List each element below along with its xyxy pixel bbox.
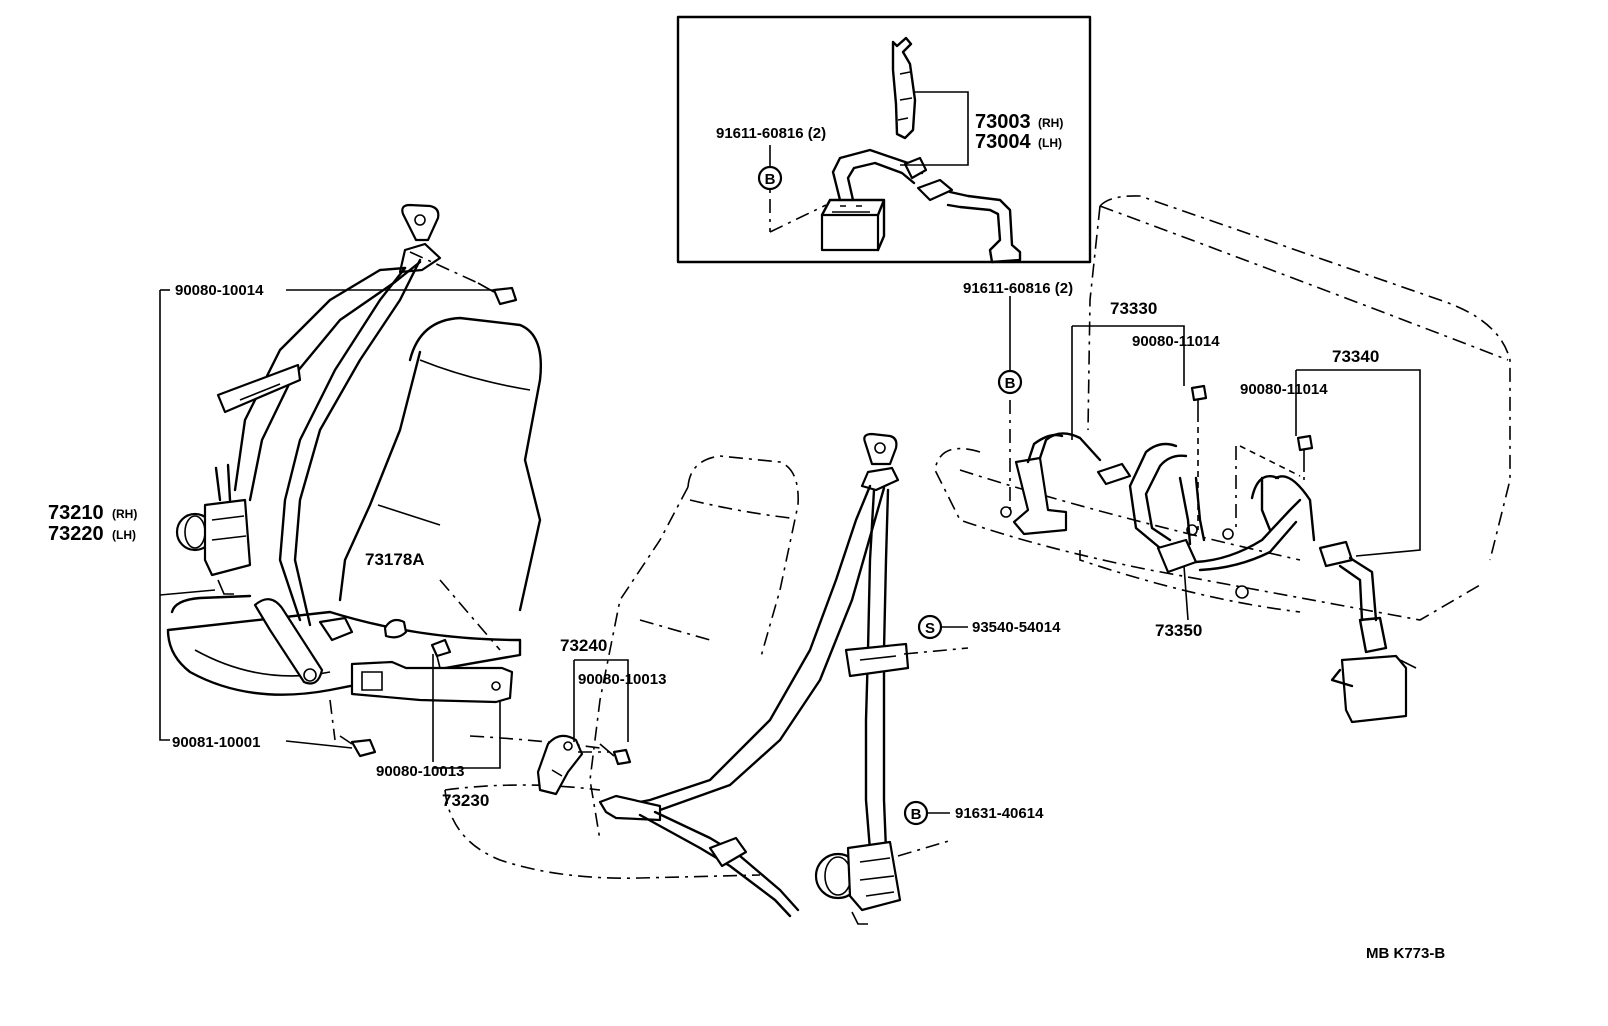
label-73178A: 73178A <box>365 550 425 569</box>
front-left-seat-group: 90080-10014 73210 (RH) 73220 (LH) 90081-… <box>48 203 601 810</box>
label-90080-10013-left: 90080-10013 <box>376 763 464 780</box>
rear-bolt-marker: B <box>1005 375 1016 392</box>
front-right-bolt-marker: B <box>911 806 922 823</box>
bolt-90080-11014-right-icon <box>1296 434 1314 466</box>
inset-part-rh: 73003 <box>975 111 1031 133</box>
bolt-90081-10001-icon <box>339 735 377 758</box>
rear-seat-group: B 91611-60816 (2) 73330 90080-11014 7334… <box>934 195 1511 724</box>
label-90080-10014: 90080-10014 <box>175 282 264 299</box>
bolt-90080-10014-icon <box>477 282 518 306</box>
inset-part-lh: 73004 <box>975 131 1031 153</box>
inset-rear-belt-detail: B 91611-60816 (2) 73003 (RH) 73004 (LH) <box>676 15 1092 264</box>
inset-bolt-marker: B <box>765 171 776 188</box>
bolt-90080-10013-right-icon <box>599 743 632 766</box>
front-right-seat-group: S B 73240 90080-10013 93540-54014 91631-… <box>444 432 1061 925</box>
inset-bolt-label: 91611-60816 (2) <box>716 125 826 142</box>
label-rear-91611-60816: 91611-60816 (2) <box>963 280 1073 297</box>
label-93540-54014: 93540-54014 <box>972 619 1061 636</box>
label-73350: 73350 <box>1155 621 1202 640</box>
label-73230: 73230 <box>442 791 489 810</box>
figure-code: MB K773-B <box>1366 945 1445 962</box>
label-91631-40614: 91631-40614 <box>955 805 1044 822</box>
label-90080-11014-left: 90080-11014 <box>1132 333 1220 350</box>
label-90080-11014-right: 90080-11014 <box>1240 381 1328 398</box>
inset-part-lh-side: (LH) <box>1038 136 1062 150</box>
label-73220-side: (LH) <box>112 528 136 542</box>
inset-part-rh-side: (RH) <box>1038 116 1063 130</box>
label-73210: 73210 <box>48 502 104 524</box>
label-73330: 73330 <box>1110 299 1157 318</box>
label-90080-10013-right: 90080-10013 <box>578 671 666 688</box>
bolt-90080-11014-left-icon <box>1190 384 1208 416</box>
label-90081-10001: 90081-10001 <box>172 734 260 751</box>
label-73220: 73220 <box>48 523 104 545</box>
label-73240: 73240 <box>560 636 607 655</box>
screw-marker: S <box>925 620 935 637</box>
bolt-90080-10013-icon <box>430 638 452 669</box>
label-73340: 73340 <box>1332 347 1379 366</box>
label-73210-side: (RH) <box>112 507 137 521</box>
